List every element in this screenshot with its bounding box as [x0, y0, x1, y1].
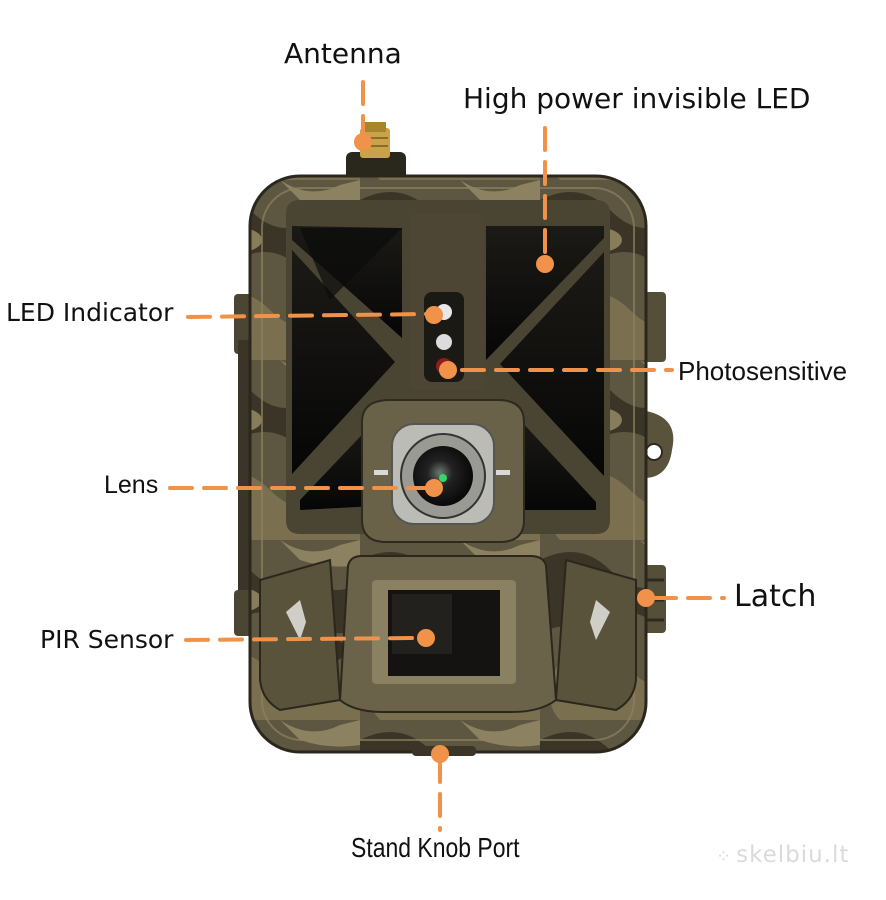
label-stand-knob-port: Stand Knob Port — [351, 832, 520, 863]
lens-housing — [361, 399, 525, 543]
corner-panels — [259, 558, 637, 712]
watermark-dots-icon: ⁘ — [716, 846, 733, 867]
label-lens: Lens — [104, 471, 159, 499]
label-latch: Latch — [734, 579, 817, 614]
center-column — [410, 214, 484, 390]
label-led-indicator: LED Indicator — [6, 298, 174, 327]
leader-pir-sensor — [184, 636, 420, 642]
watermark: ⁘skelbiu.lt — [716, 842, 849, 868]
pir-sensor-part — [338, 555, 558, 713]
watermark-text: skelbiu.lt — [736, 842, 850, 868]
callout-dots — [354, 133, 655, 763]
leader-led-indicator — [186, 312, 430, 319]
callout-lines — [168, 80, 726, 832]
label-pir-sensor: PIR Sensor — [40, 625, 174, 654]
label-antenna: Antenna — [284, 37, 402, 70]
label-photosensitive: Photosensitive — [678, 356, 848, 386]
label-high-power-led: High power invisible LED — [463, 82, 811, 115]
